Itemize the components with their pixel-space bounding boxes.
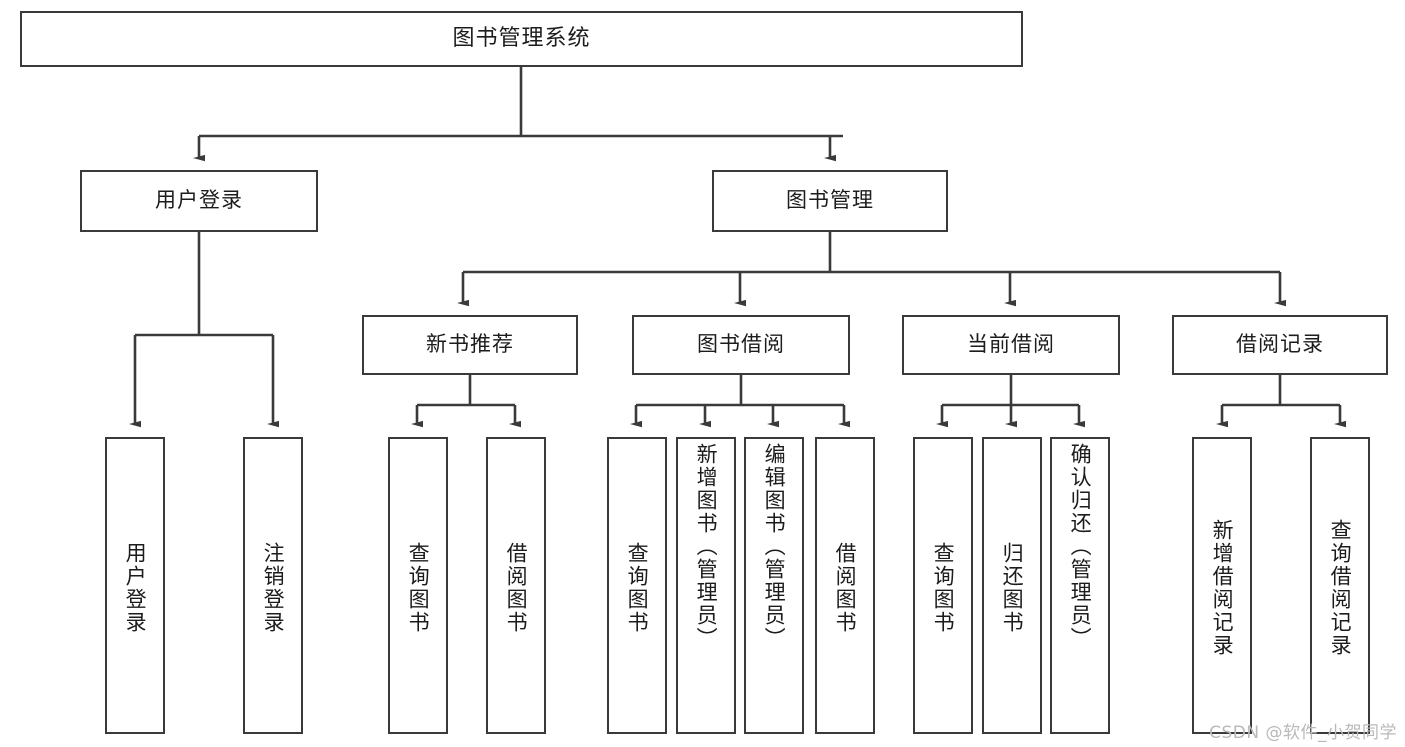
node-label: 借阅图书 xyxy=(504,541,529,634)
node-leaf-borrow-book-1[interactable]: 借阅图书 xyxy=(486,437,546,734)
node-leaf-query-book-3[interactable]: 查询图书 xyxy=(913,437,973,734)
node-label: 查询图书 xyxy=(931,541,956,634)
node-label: 借阅图书 xyxy=(833,541,858,634)
node-label: 新书推荐 xyxy=(426,332,514,357)
csdn-watermark: CSDN @软件_小贺同学 xyxy=(1209,723,1397,743)
node-leaf-logout[interactable]: 注销登录 xyxy=(243,437,303,734)
node-label: 图书管理系统 xyxy=(452,25,591,51)
node-label: 查询图书 xyxy=(625,541,650,634)
node-book-borrow[interactable]: 图书借阅 xyxy=(632,315,850,375)
node-user-login[interactable]: 用户登录 xyxy=(80,170,318,232)
node-leaf-borrow-book-2[interactable]: 借阅图书 xyxy=(815,437,875,734)
node-label: 用户登录 xyxy=(155,188,243,213)
node-root-book-management-system[interactable]: 图书管理系统 xyxy=(20,11,1023,67)
node-borrow-record[interactable]: 借阅记录 xyxy=(1172,315,1388,375)
node-label: 图书管理 xyxy=(786,188,874,213)
node-label: 查询图书 xyxy=(406,541,431,634)
node-label: 编辑图书（管理员） xyxy=(762,443,787,650)
node-label: 新增图书（管理员） xyxy=(694,443,719,650)
node-label: 图书借阅 xyxy=(697,332,785,357)
node-current-borrow[interactable]: 当前借阅 xyxy=(902,315,1120,375)
node-label: 用户登录 xyxy=(123,541,148,634)
node-label: 借阅记录 xyxy=(1236,332,1324,357)
node-leaf-query-book-1[interactable]: 查询图书 xyxy=(388,437,448,734)
node-label: 归还图书 xyxy=(1000,541,1025,634)
node-leaf-add-book[interactable]: 新增图书（管理员） xyxy=(676,437,736,734)
node-leaf-query-record[interactable]: 查询借阅记录 xyxy=(1310,437,1370,734)
node-label: 注销登录 xyxy=(261,541,286,634)
node-book-management[interactable]: 图书管理 xyxy=(712,170,948,232)
node-label: 新增借阅记录 xyxy=(1210,518,1235,657)
node-leaf-edit-book[interactable]: 编辑图书（管理员） xyxy=(744,437,804,734)
node-leaf-confirm-return[interactable]: 确认归还（管理员） xyxy=(1050,437,1110,734)
node-leaf-query-book-2[interactable]: 查询图书 xyxy=(607,437,667,734)
node-label: 当前借阅 xyxy=(967,332,1055,357)
node-label: 查询借阅记录 xyxy=(1328,518,1353,657)
node-leaf-return-book[interactable]: 归还图书 xyxy=(982,437,1042,734)
node-leaf-add-record[interactable]: 新增借阅记录 xyxy=(1192,437,1252,734)
node-leaf-user-login[interactable]: 用户登录 xyxy=(105,437,165,734)
node-new-book-recommend[interactable]: 新书推荐 xyxy=(362,315,578,375)
node-label: 确认归还（管理员） xyxy=(1068,443,1093,650)
